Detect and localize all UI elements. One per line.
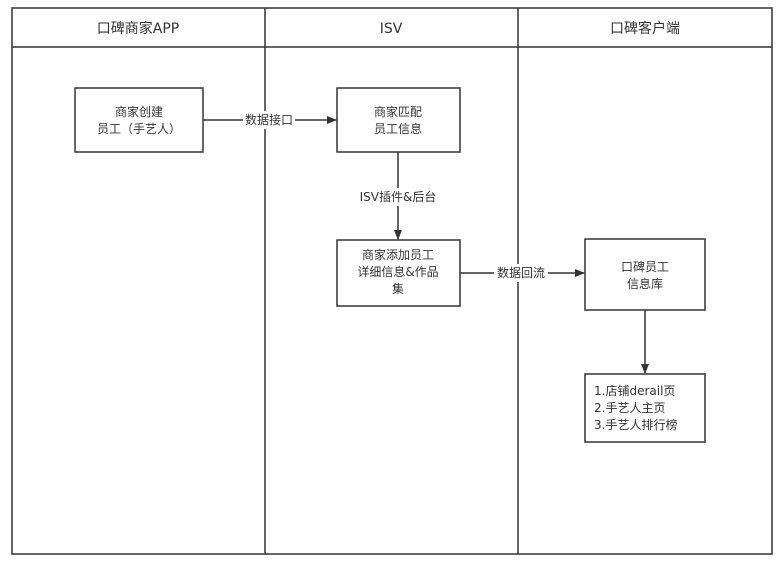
node-text-line: 3.手艺人排行榜 <box>594 417 677 432</box>
edge-label-bg <box>352 188 444 206</box>
node-text-line: 商家创建 <box>115 104 163 119</box>
node-text-line: 员工信息 <box>374 121 422 136</box>
node-text-line: 口碑员工 <box>621 259 669 274</box>
lane-title-merchant-app: 口碑商家APP <box>97 20 179 37</box>
node-text-line: 员工（手艺人） <box>97 122 181 136</box>
node-box <box>584 373 706 443</box>
node-box <box>74 87 204 153</box>
node-text-line: 商家添加员工 <box>362 247 434 262</box>
node-text-line: 集 <box>392 281 404 296</box>
edge-label-bg <box>243 111 295 129</box>
edge-label-bg <box>494 264 548 282</box>
node-text-line: 1.店铺derail页 <box>594 384 675 398</box>
lane-title-isv: ISV <box>380 21 403 37</box>
edge-label: ISV插件&后台 <box>360 189 437 204</box>
node-box <box>336 239 461 307</box>
node-merchant-create-staff: 商家创建 员工（手艺人） <box>74 87 204 153</box>
node-text-line: 商家匹配 <box>374 104 422 119</box>
diagram-frame <box>11 7 773 555</box>
node-text-line: 详细信息&作品 <box>357 264 438 279</box>
edge-data-interface: 数据接口 <box>203 111 337 129</box>
node-box <box>584 238 706 311</box>
node-output-pages: 1.店铺derail页 2.手艺人主页 3.手艺人排行榜 <box>584 373 706 443</box>
node-box <box>336 87 461 153</box>
node-text-line: 信息库 <box>627 276 663 291</box>
node-merchant-add-staff-details: 商家添加员工 详细信息&作品 集 <box>336 239 461 307</box>
node-merchant-match-staff: 商家匹配 员工信息 <box>336 87 461 153</box>
edge-label: 数据接口 <box>245 112 293 127</box>
node-koubei-staff-library: 口碑员工 信息库 <box>584 238 706 311</box>
edge-data-backflow: 数据回流 <box>460 264 585 282</box>
edge-isv-plugin: ISV插件&后台 <box>352 152 444 240</box>
node-text-line: 2.手艺人主页 <box>594 401 665 415</box>
lane-title-koubei-client: 口碑客户端 <box>610 20 680 37</box>
edge-label: 数据回流 <box>497 265 545 280</box>
